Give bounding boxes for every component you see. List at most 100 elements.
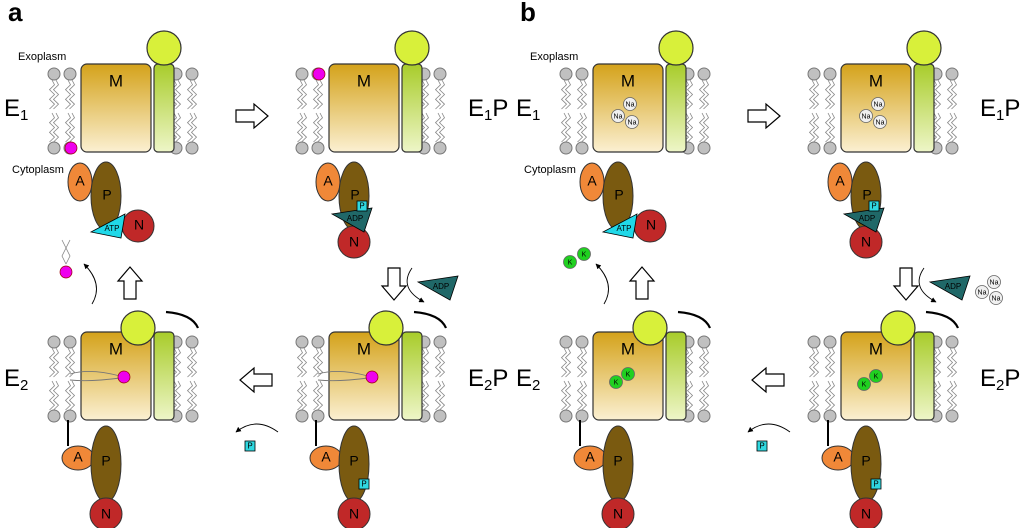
exoplasm-label: Exoplasm xyxy=(18,51,66,63)
phosphate-icon: P xyxy=(868,200,880,212)
lipid-tail xyxy=(560,112,568,143)
lipid-tail xyxy=(174,79,182,110)
lipid-head xyxy=(575,67,589,81)
ion-circle xyxy=(563,255,577,269)
ion-circle xyxy=(989,291,1003,305)
lipid-tail xyxy=(174,112,182,143)
lipid-head xyxy=(63,335,77,349)
m-domain-label: M xyxy=(869,71,883,90)
ion-icon: K xyxy=(869,369,883,383)
beta-subunit-head xyxy=(658,30,694,66)
lipid-tail xyxy=(564,347,572,378)
adp-shape xyxy=(928,275,971,301)
phosphate-label: P xyxy=(873,480,878,489)
lipid-ligand-bound xyxy=(317,370,379,384)
lipid-tail xyxy=(930,380,938,411)
lipid-tail xyxy=(576,380,584,411)
lipid-tail xyxy=(312,79,320,110)
phosphate-box xyxy=(358,478,370,490)
lipid-pair xyxy=(823,335,837,423)
ion-circle xyxy=(987,275,1001,289)
atp-icon: ATP xyxy=(601,213,638,239)
adp-shape xyxy=(416,275,459,301)
lipid-tail xyxy=(702,347,710,378)
a-domain-label: A xyxy=(585,449,595,465)
atp-shape xyxy=(601,213,638,239)
beta-subunit-head xyxy=(368,310,404,346)
lipid-tail xyxy=(174,380,182,411)
lipid-tail xyxy=(418,79,426,110)
cycle-arrow-e2p-to-e2 xyxy=(239,366,273,394)
ion-icon: Na xyxy=(625,115,639,129)
phosphate-icon: P xyxy=(756,440,768,452)
cycle-arrow-e1-to-e1p xyxy=(747,102,781,130)
linker xyxy=(677,310,712,329)
ion-label: Na xyxy=(978,289,987,296)
lipid-head xyxy=(807,141,821,155)
lipid-tail xyxy=(580,112,588,143)
lipid-tail xyxy=(812,380,820,411)
lipid-tail xyxy=(812,79,820,110)
state-label: E1 xyxy=(516,95,540,124)
lipid-tail xyxy=(702,380,710,411)
lipid-tail xyxy=(300,112,308,143)
lipid-head xyxy=(185,141,199,155)
state-label: E2 xyxy=(516,365,540,394)
lipid-tail xyxy=(560,380,568,411)
m-domain xyxy=(328,63,400,153)
beta-subunit-head xyxy=(146,30,182,66)
ion-label: K xyxy=(568,259,573,266)
a-domain-label: A xyxy=(73,449,83,465)
p-domain-label: P xyxy=(613,453,622,469)
lipid-tail xyxy=(190,380,198,411)
lipid-tail xyxy=(434,380,442,411)
phosphate-label: P xyxy=(247,442,252,451)
lipid-ligand xyxy=(64,141,78,155)
lipid-tail xyxy=(564,380,572,411)
lipid-tail xyxy=(68,112,76,143)
lipid-tail xyxy=(576,79,584,110)
lipid-tail xyxy=(296,79,304,110)
phosphate-release-arrow xyxy=(747,423,791,433)
lipid-head xyxy=(559,335,573,349)
lipid-tail xyxy=(52,112,60,143)
lipid-head xyxy=(311,409,325,423)
ion-icon: K xyxy=(577,247,591,261)
lipid-tail xyxy=(808,347,816,378)
cycle-arrow-e1-to-e1p xyxy=(235,102,269,130)
lipid-tail xyxy=(170,380,178,411)
lipid-tail xyxy=(48,79,56,110)
n-domain-label: N xyxy=(349,234,359,250)
n-domain xyxy=(337,497,371,528)
lipid-tail xyxy=(422,79,430,110)
transmembrane-helix xyxy=(913,331,935,421)
lipid-head xyxy=(559,141,573,155)
lipid-tail xyxy=(296,347,304,378)
ion-icon: Na xyxy=(611,109,625,123)
ion-label: Na xyxy=(862,113,871,120)
ion-circle xyxy=(871,97,885,111)
a-domain-label: A xyxy=(323,173,333,189)
cytoplasm-label: Cytoplasm xyxy=(12,164,64,176)
ion-label: K xyxy=(626,371,631,378)
lipid-tail xyxy=(560,79,568,110)
lipid-head xyxy=(807,335,821,349)
lipid-head xyxy=(47,335,61,349)
lipid-tail xyxy=(52,380,60,411)
lipid-tail xyxy=(828,79,836,110)
transmembrane-helix xyxy=(665,331,687,421)
lipid-tail xyxy=(950,347,958,378)
atp-label: ATP xyxy=(617,224,632,233)
m-domain-label: M xyxy=(357,71,371,90)
lipid-head xyxy=(185,335,199,349)
lipid-head xyxy=(185,409,199,423)
ion-icon: K xyxy=(563,255,577,269)
lipid-tail xyxy=(564,112,572,143)
cycle-arrow-e1p-to-e2p xyxy=(892,267,920,301)
lipid-head xyxy=(575,335,589,349)
adp-icon: ADP xyxy=(330,207,373,233)
